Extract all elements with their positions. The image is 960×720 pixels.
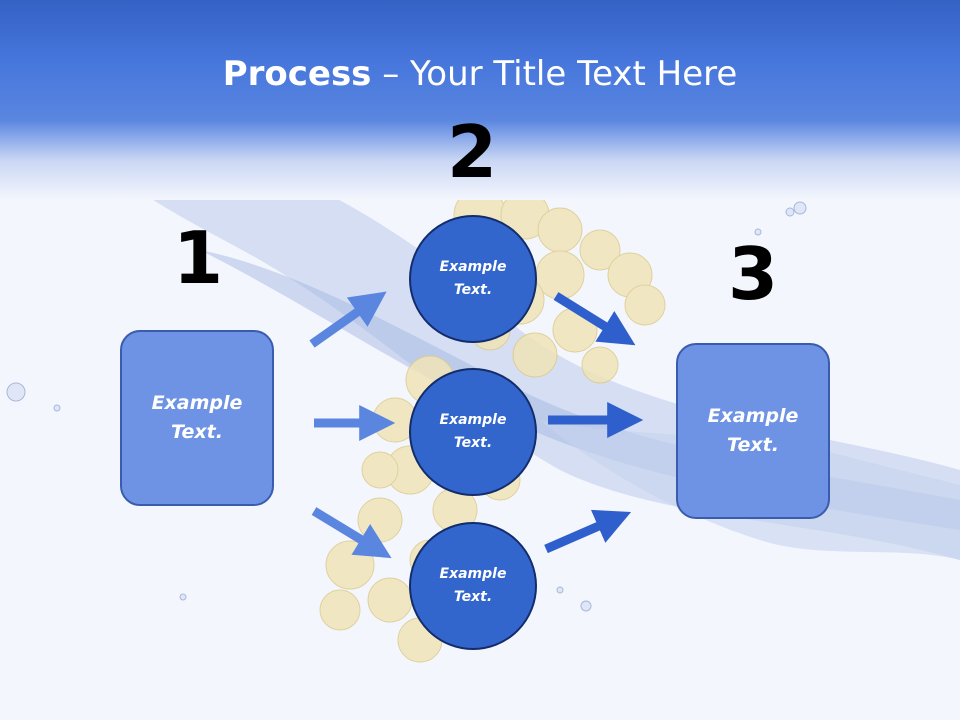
step-number-2: 2	[446, 110, 498, 194]
title-bold: Process	[222, 54, 372, 94]
step-number-3: 3	[727, 232, 779, 316]
header-band	[0, 0, 960, 200]
step-number-1: 1	[172, 216, 224, 300]
process-box-right-label: Example Text.	[707, 405, 799, 456]
process-circle-bottom-label: Example Text.	[439, 566, 507, 605]
arrow-bottom-to-right	[544, 509, 632, 554]
slide-title: Process – Your Title Text Here	[0, 52, 960, 96]
arrow-left-to-bottom	[311, 507, 392, 559]
process-circle-middle: Example Text.	[409, 368, 537, 496]
process-circle-top: Example Text.	[409, 215, 537, 343]
process-box-right: Example Text.	[676, 343, 830, 519]
process-box-left: Example Text.	[120, 330, 274, 506]
arrow-top-to-right	[553, 292, 636, 346]
process-circle-bottom: Example Text.	[409, 522, 537, 650]
process-circle-top-label: Example Text.	[439, 259, 507, 298]
arrow-left-to-top	[309, 291, 387, 348]
process-circle-middle-label: Example Text.	[439, 412, 507, 451]
title-rest: – Your Title Text Here	[371, 54, 738, 94]
process-box-left-label: Example Text.	[151, 392, 243, 443]
